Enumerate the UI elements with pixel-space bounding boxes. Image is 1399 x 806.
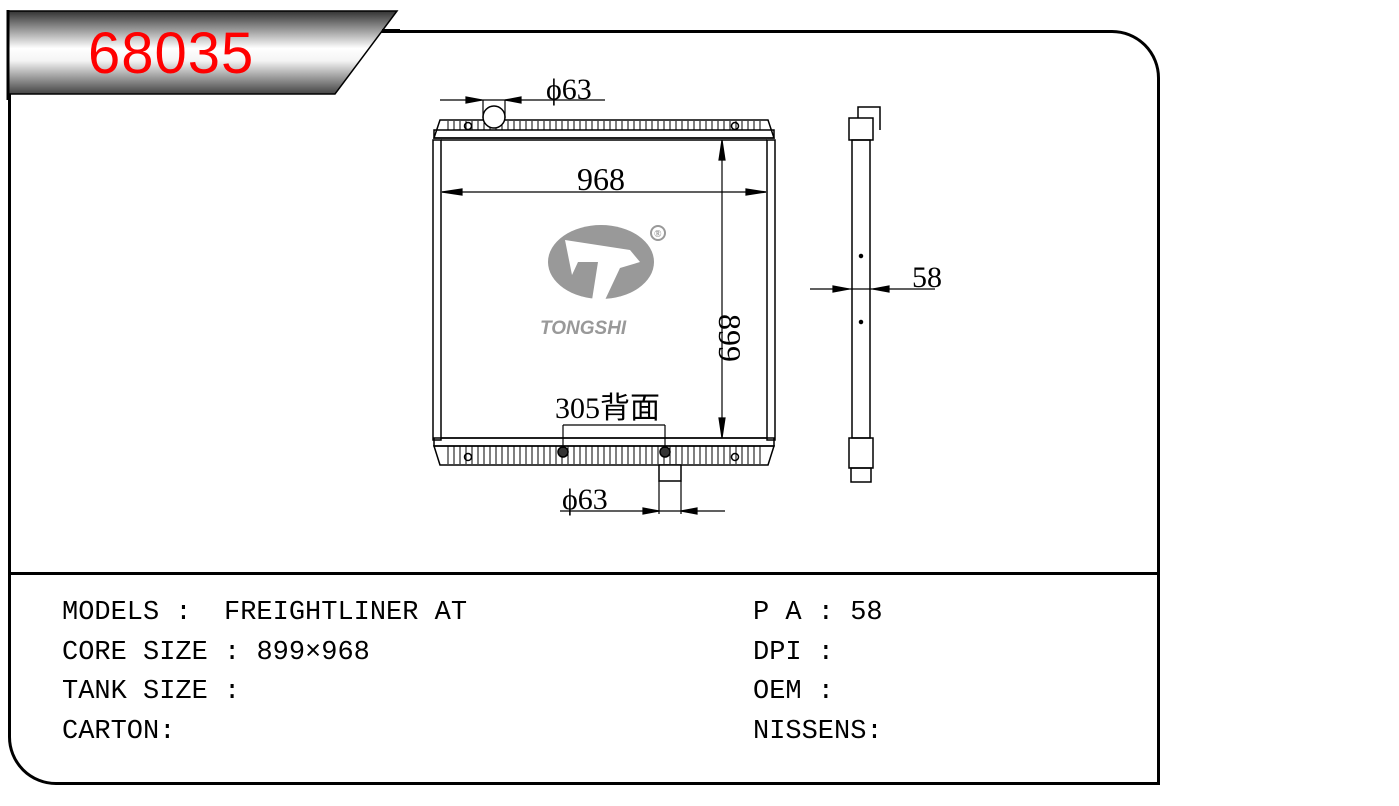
- spec-pa: P A : 58: [753, 598, 883, 628]
- section-divider: [8, 572, 1158, 575]
- logo-text: TONGSHI: [540, 318, 627, 339]
- spec-core-size: CORE SIZE : 899×968: [62, 638, 370, 668]
- spec-label: TANK SIZE :: [62, 677, 257, 707]
- outlet-offset-label: 305背面: [555, 392, 660, 425]
- width-label: 968: [577, 161, 625, 197]
- spec-label: P A :: [753, 598, 851, 628]
- radiator-front-view: [432, 105, 776, 482]
- spec-dpi: DPI :: [753, 638, 850, 668]
- tongshi-logo: ® TONGSHI: [540, 225, 666, 339]
- spec-value: FREIGHTLINER AT: [224, 598, 468, 628]
- spec-label: NISSENS:: [753, 717, 883, 747]
- registered-mark: ®: [654, 229, 662, 240]
- height-label: 899: [712, 314, 748, 362]
- spec-nissens: NISSENS:: [753, 717, 883, 747]
- spec-label: DPI :: [753, 638, 851, 668]
- inlet-diameter-label: ϕ63: [546, 73, 592, 106]
- spec-label: OEM :: [753, 677, 851, 707]
- spec-label: CARTON:: [62, 717, 176, 747]
- part-number-banner: [6, 10, 400, 100]
- spec-label: MODELS :: [62, 598, 225, 628]
- spec-label: CORE SIZE :: [62, 638, 257, 668]
- spec-models: MODELS : FREIGHTLINER AT: [62, 598, 467, 628]
- outlet-diameter-label: ϕ63: [562, 483, 608, 516]
- thickness-label: 58: [912, 261, 942, 294]
- dimension-lines: [440, 96, 935, 515]
- spec-oem: OEM :: [753, 677, 850, 707]
- spec-value: 58: [850, 598, 883, 628]
- radiator-side-view: [848, 106, 881, 483]
- part-number: 68035: [88, 21, 255, 86]
- spec-tank-size: TANK SIZE :: [62, 677, 256, 707]
- spec-carton: CARTON:: [62, 717, 175, 747]
- spec-value: 899×968: [256, 638, 370, 668]
- sheet-frame: [8, 30, 1160, 785]
